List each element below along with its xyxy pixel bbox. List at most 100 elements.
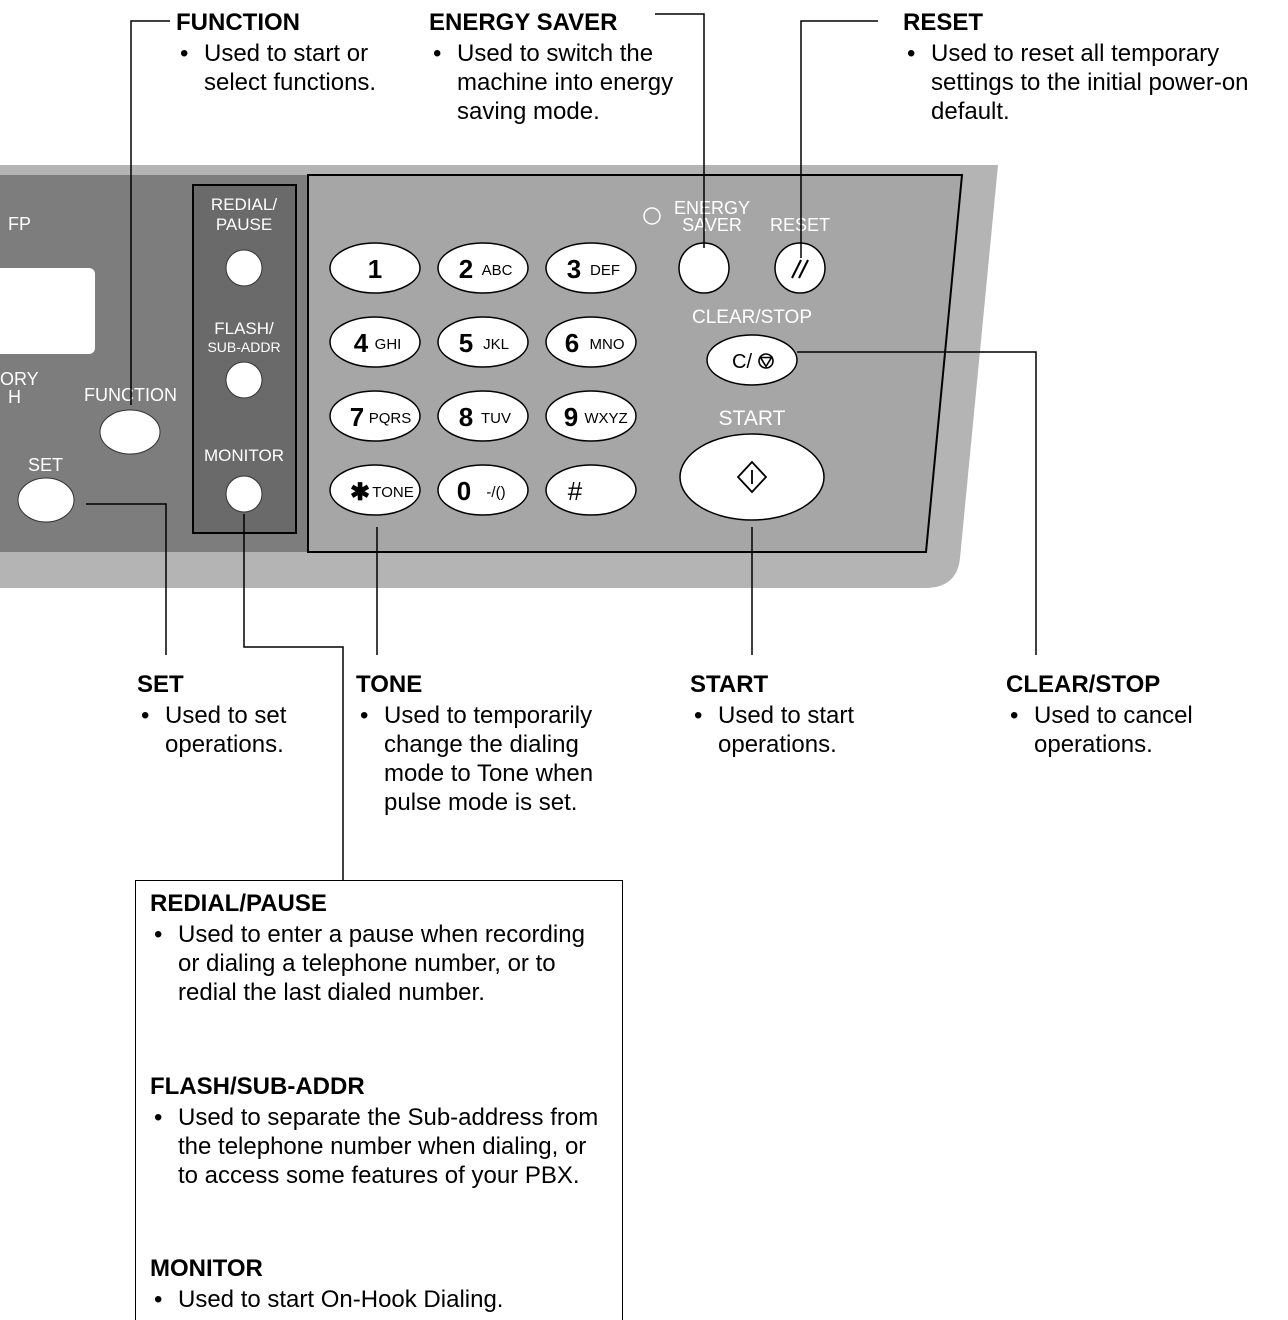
clear-stop-callout-title: CLEAR/STOP [1006, 671, 1161, 698]
key-7[interactable]: 7 PQRS [329, 390, 421, 442]
start-diamond-icon [736, 460, 768, 494]
start-panel-label: START [719, 407, 786, 430]
energy-saver-callout-desc: Used to switch the machine into energy s… [429, 39, 704, 126]
key-6[interactable]: 6 MNO [545, 316, 637, 368]
svg-text:3: 3 [567, 254, 581, 284]
function-button[interactable] [99, 409, 161, 455]
key-tone[interactable]: ✱ TONE [329, 464, 421, 516]
tone-callout-title: TONE [356, 671, 423, 698]
svg-text:0: 0 [457, 476, 471, 506]
energy-saver-button[interactable] [678, 242, 730, 294]
svg-text:GHI: GHI [375, 336, 402, 353]
function-callout: FUNCTION Used to start or select functio… [176, 8, 396, 97]
svg-text:2: 2 [459, 254, 473, 284]
flash-sub-addr-callout-desc: Used to separate the Sub-address from th… [150, 1103, 610, 1190]
key-1[interactable]: 1 [329, 242, 421, 294]
reset-callout-title: RESET [903, 9, 984, 36]
redial-pause-callout: REDIAL/PAUSE Used to enter a pause when … [150, 889, 610, 1007]
leader-lines [86, 13, 1037, 880]
keypad: 1 2 ABC 3 DEF 4 GHI 5 JKL 6 MNO [329, 242, 637, 516]
function-callout-title: FUNCTION [176, 9, 300, 36]
key-hash[interactable]: # [545, 464, 637, 516]
redial-pause-callout-desc: Used to enter a pause when recording or … [150, 920, 610, 1007]
set-callout-desc: Used to set operations. [137, 701, 317, 759]
monitor-callout-title: MONITOR [150, 1255, 263, 1282]
clear-stop-panel-label: CLEAR/STOP [692, 307, 812, 328]
search-label-fragment: H [8, 387, 21, 407]
reset-panel-label: RESET [770, 215, 830, 235]
redial-label-line2: PAUSE [216, 215, 272, 234]
svg-text:5: 5 [459, 328, 473, 358]
key-3[interactable]: 3 DEF [545, 242, 637, 294]
set-callout: SET Used to set operations. [137, 670, 317, 759]
flash-sub-addr-button[interactable] [225, 361, 263, 399]
tone-callout-desc: Used to temporarily change the dialing m… [356, 701, 636, 817]
monitor-leader [243, 514, 344, 880]
clear-stop-button[interactable] [706, 334, 798, 386]
energy-saver-leader [655, 13, 705, 248]
energy-saver-label-line1: ENERGY [674, 198, 750, 218]
clear-stop-leader [797, 351, 1037, 655]
monitor-callout-desc: Used to start On-Hook Dialing. [150, 1285, 610, 1314]
redial-label-line1: REDIAL/ [211, 195, 277, 214]
reset-leader [800, 20, 878, 258]
start-callout-title: START [690, 671, 769, 698]
side-buttons-info-box: REDIAL/PAUSE Used to enter a pause when … [135, 880, 623, 1320]
lcd-display [0, 268, 95, 354]
key-2[interactable]: 2 ABC [437, 242, 529, 294]
energy-saver-callout: ENERGY SAVER Used to switch the machine … [429, 8, 704, 126]
key-0[interactable]: 0 -/() [437, 464, 529, 516]
svg-text:#: # [568, 476, 583, 506]
key-4[interactable]: 4 GHI [329, 316, 421, 368]
monitor-panel-label: MONITOR [204, 446, 284, 465]
svg-text:TONE: TONE [372, 484, 413, 501]
function-leader [130, 20, 170, 405]
svg-text:-/(): -/() [486, 484, 505, 501]
memory-label-fragment: ORY [0, 369, 39, 389]
flash-label-line2: SUB-ADDR [207, 339, 280, 355]
energy-saver-label-line2: SAVER [682, 215, 742, 235]
redial-pause-callout-title: REDIAL/PAUSE [150, 890, 327, 917]
svg-text:ABC: ABC [482, 262, 513, 279]
svg-text:9: 9 [564, 402, 578, 432]
monitor-button[interactable] [225, 475, 263, 513]
reset-button[interactable] [774, 242, 826, 294]
svg-text:4: 4 [354, 328, 369, 358]
energy-saver-leaf-icon [643, 207, 661, 225]
svg-text:TUV: TUV [481, 410, 511, 427]
svg-text:1: 1 [368, 254, 382, 284]
key-9[interactable]: 9 WXYZ [545, 390, 637, 442]
svg-text:6: 6 [565, 328, 579, 358]
svg-text:MNO: MNO [590, 336, 625, 353]
flash-label-line1: FLASH/ [214, 319, 274, 338]
tone-callout: TONE Used to temporarily change the dial… [356, 670, 636, 817]
svg-text:DEF: DEF [590, 262, 620, 279]
set-panel-label: SET [28, 455, 63, 475]
key-5[interactable]: 5 JKL [437, 316, 529, 368]
svg-text:8: 8 [459, 402, 473, 432]
svg-text:✱: ✱ [350, 479, 370, 506]
set-callout-title: SET [137, 671, 184, 698]
clear-stop-callout-desc: Used to cancel operations. [1006, 701, 1226, 759]
stop-icon [758, 353, 774, 369]
svg-text:JKL: JKL [483, 336, 509, 353]
redial-pause-button[interactable] [225, 249, 263, 287]
set-button[interactable] [17, 477, 75, 523]
clear-stop-key-text: C/ [732, 351, 752, 373]
reset-slash-icon [791, 259, 809, 279]
side-button-strip [192, 184, 297, 534]
svg-text:WXYZ: WXYZ [584, 410, 627, 427]
function-callout-desc: Used to start or select functions. [176, 39, 396, 97]
reset-callout: RESET Used to reset all temporary settin… [903, 8, 1288, 126]
flash-sub-addr-callout-title: FLASH/SUB-ADDR [150, 1073, 365, 1100]
key-8[interactable]: 8 TUV [437, 390, 529, 442]
start-callout-desc: Used to start operations. [690, 701, 900, 759]
monitor-callout: MONITOR Used to start On-Hook Dialing. [150, 1254, 610, 1314]
fp-label: FP [8, 214, 31, 234]
reset-callout-desc: Used to reset all temporary settings to … [903, 39, 1288, 126]
energy-saver-callout-title: ENERGY SAVER [429, 9, 618, 36]
svg-text:7: 7 [350, 402, 364, 432]
set-leader [86, 503, 167, 655]
clear-stop-callout: CLEAR/STOP Used to cancel operations. [1006, 670, 1226, 759]
